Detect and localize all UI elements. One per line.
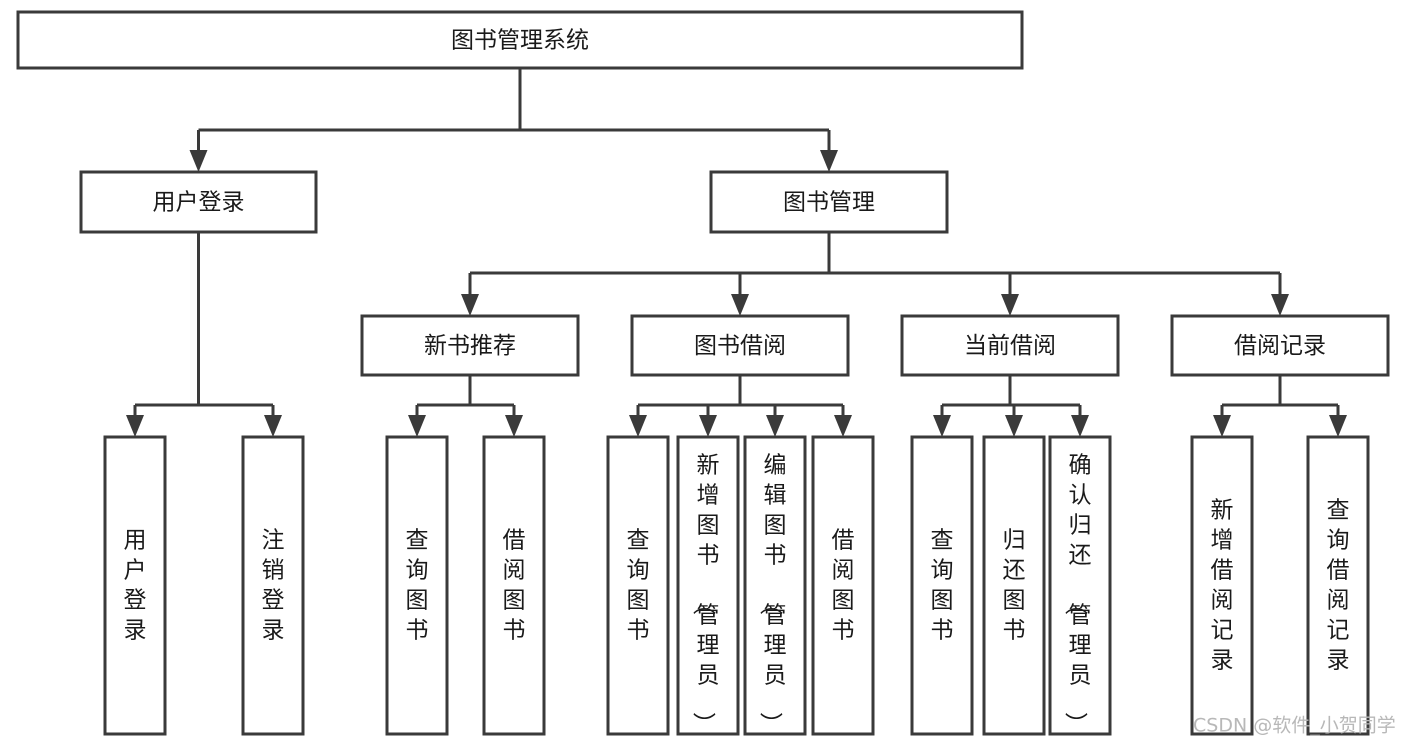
node-leaf-10[interactable]: 确认归还（管理员） [1048,435,1112,736]
arrow-head-icon [408,415,426,437]
node-box-借阅图书[interactable] [482,435,546,736]
node-label-查询图书: 查询图书 [931,527,954,643]
node-label-图书管理系统: 图书管理系统 [451,28,589,54]
node-leaf-2[interactable]: 查询图书 [385,435,449,736]
node-leaf-8[interactable]: 查询图书 [910,435,974,736]
node-box-借阅图书[interactable] [811,435,875,736]
node-label-当前借阅: 当前借阅 [964,333,1056,359]
node-box-图书管理[interactable] [709,170,949,234]
node-box-图书借阅[interactable] [630,314,850,377]
connectors-layer [126,68,1347,437]
node-leaf-7[interactable]: 借阅图书 [811,435,875,736]
node-leaf-5[interactable]: 新增图书（管理员） [676,435,740,736]
node-label-编辑图书管理员: 编辑图书（管理员） [758,452,787,735]
node-box-新增图书管理员[interactable] [676,435,740,736]
node-label-借阅图书: 借阅图书 [832,527,855,643]
node-label-查询图书: 查询图书 [406,527,429,643]
node-level3-1[interactable]: 图书借阅 [630,314,850,377]
node-box-借阅记录[interactable] [1170,314,1390,377]
node-box-确认归还管理员[interactable] [1048,435,1112,736]
node-level2-0[interactable]: 用户登录 [79,170,318,234]
node-leaf-12[interactable]: 查询借阅记录 [1306,435,1370,736]
node-label-用户登录: 用户登录 [153,190,245,216]
node-level3-3[interactable]: 借阅记录 [1170,314,1390,377]
arrow-head-icon [1329,415,1347,437]
node-label-确认归还管理员: 确认归还（管理员） [1063,452,1092,735]
node-label-借阅图书: 借阅图书 [503,527,526,643]
node-box-用户登录[interactable] [103,435,167,736]
csdn-watermark: CSDN @软件_小贺同学 [1193,715,1396,737]
node-leaf-1[interactable]: 注销登录 [241,435,305,736]
node-box-当前借阅[interactable] [900,314,1120,377]
arrow-head-icon [1071,415,1089,437]
node-box-新书推荐[interactable] [360,314,580,377]
node-level3-0[interactable]: 新书推荐 [360,314,580,377]
node-label-查询借阅记录: 查询借阅记录 [1327,497,1350,673]
node-label-归还图书: 归还图书 [1003,527,1026,643]
node-level3-2[interactable]: 当前借阅 [900,314,1120,377]
node-label-图书借阅: 图书借阅 [694,333,786,359]
node-box-查询图书[interactable] [606,435,670,736]
node-label-图书管理: 图书管理 [783,190,875,216]
arrow-head-icon [1001,294,1019,316]
node-level2-1[interactable]: 图书管理 [709,170,949,234]
arrow-head-icon [731,294,749,316]
node-label-新增借阅记录: 新增借阅记录 [1211,497,1234,673]
arrow-head-icon [189,150,208,172]
node-leaf-4[interactable]: 查询图书 [606,435,670,736]
arrow-head-icon [1213,415,1231,437]
arrow-head-icon [264,415,282,437]
node-leaf-6[interactable]: 编辑图书（管理员） [743,435,807,736]
arrow-head-icon [933,415,951,437]
boxes-layer: 图书管理系统用户登录图书管理新书推荐图书借阅当前借阅借阅记录用户登录注销登录查询… [16,10,1390,736]
arrow-head-icon [505,415,523,437]
node-box-归还图书[interactable] [982,435,1046,736]
node-label-注销登录: 注销登录 [262,527,285,643]
node-box-新增借阅记录[interactable] [1190,435,1254,736]
arrow-head-icon [766,415,784,437]
node-leaf-11[interactable]: 新增借阅记录 [1190,435,1254,736]
arrow-head-icon [820,150,838,172]
node-box-编辑图书管理员[interactable] [743,435,807,736]
arrow-head-icon [126,415,144,437]
node-label-用户登录: 用户登录 [124,527,147,643]
arrow-head-icon [699,415,717,437]
node-leaf-0[interactable]: 用户登录 [103,435,167,736]
arrow-head-icon [834,415,852,437]
node-box-查询借阅记录[interactable] [1306,435,1370,736]
node-box-查询图书[interactable] [910,435,974,736]
arrow-head-icon [1005,415,1023,437]
arrow-head-icon [629,415,647,437]
node-box-用户登录[interactable] [79,170,318,234]
arrow-head-icon [461,294,479,316]
node-box-图书管理系统[interactable] [16,10,1024,70]
node-root-0[interactable]: 图书管理系统 [16,10,1024,70]
node-leaf-9[interactable]: 归还图书 [982,435,1046,736]
node-label-查询图书: 查询图书 [627,527,650,643]
node-box-查询图书[interactable] [385,435,449,736]
node-label-借阅记录: 借阅记录 [1234,333,1326,359]
arrow-head-icon [1271,294,1289,316]
node-leaf-3[interactable]: 借阅图书 [482,435,546,736]
node-label-新增图书管理员: 新增图书（管理员） [691,452,720,735]
node-label-新书推荐: 新书推荐 [424,333,516,359]
node-box-注销登录[interactable] [241,435,305,736]
